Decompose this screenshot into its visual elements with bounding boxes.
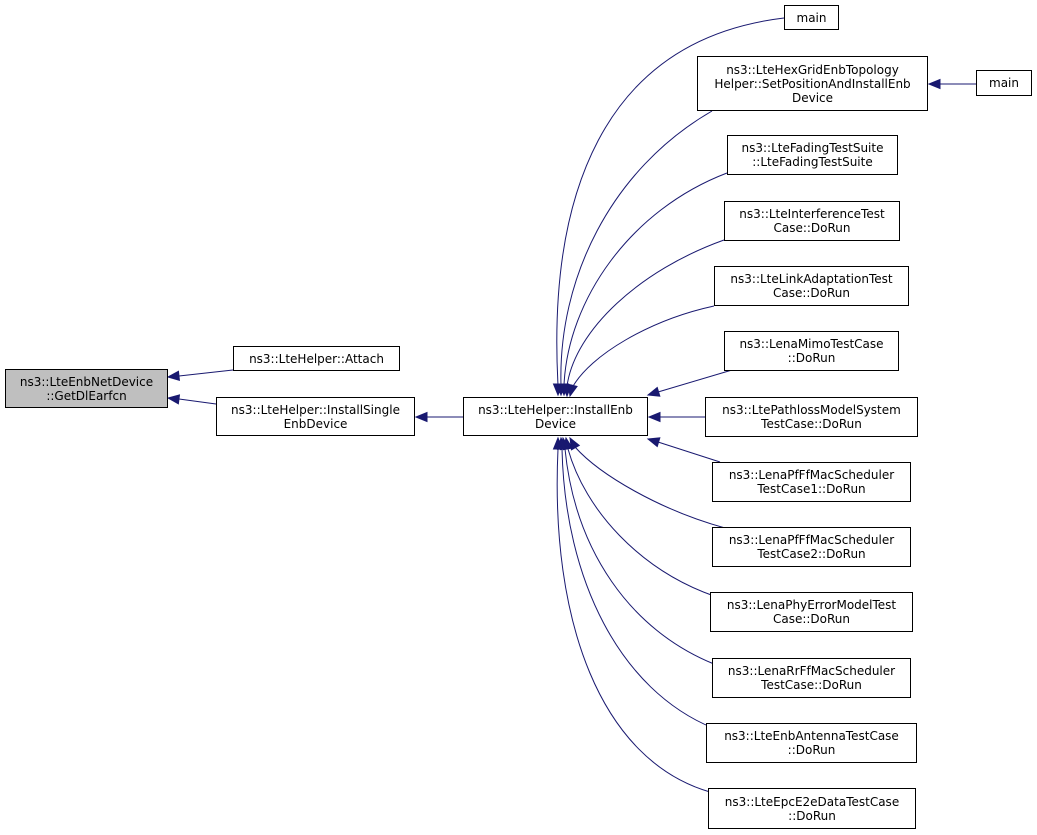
node-hexgrid-line-2: Helper::SetPositionAndInstallEnb bbox=[714, 76, 911, 91]
node-hexgrid-line-1: ns3::LteHexGridEnbTopology bbox=[726, 62, 899, 77]
node-hexgrid-line-3: Device bbox=[791, 90, 834, 105]
node-fading-line-2: ::LteFadingTestSuite bbox=[752, 155, 873, 169]
node-pfff1[interactable]: ns3::LenaPfFfMacScheduler TestCase1::DoR… bbox=[712, 462, 911, 502]
edge-pfff2-to-installenb-arrowhead bbox=[569, 436, 581, 451]
node-attach-line-1: ns3::LteHelper::Attach bbox=[249, 351, 384, 366]
node-rrff-line-1: ns3::LenaRrFfMacScheduler bbox=[727, 664, 896, 678]
edge-pfff2-to-installenb bbox=[574, 446, 726, 529]
node-installenb-line-2: Device bbox=[534, 416, 577, 431]
node-antenna[interactable]: ns3::LteEnbAntennaTestCase ::DoRun bbox=[706, 723, 917, 763]
node-antenna-line-2: ::DoRun bbox=[787, 743, 836, 757]
node-mimo-line-2: ::DoRun bbox=[787, 351, 836, 365]
node-main-2-line-1: main bbox=[989, 76, 1019, 90]
node-pfff1-line-2: TestCase1::DoRun bbox=[757, 482, 866, 496]
node-phyerr-line-1: ns3::LenaPhyErrorModelTest bbox=[726, 598, 897, 612]
node-linkadapt[interactable]: ns3::LteLinkAdaptationTest Case::DoRun bbox=[714, 266, 909, 306]
node-installenb-line-1: ns3::LteHelper::InstallEnb bbox=[478, 402, 633, 417]
node-pfff1-line-1: ns3::LenaPfFfMacScheduler bbox=[728, 468, 895, 482]
node-epce2e-line-2: ::DoRun bbox=[788, 808, 836, 823]
node-main-2[interactable]: main bbox=[976, 70, 1032, 96]
edge-installsingle-to-getdlearfcn-arrowhead bbox=[166, 394, 181, 405]
node-interference-line-1: ns3::LteInterferenceTest bbox=[739, 207, 885, 221]
node-pfff2-line-1: ns3::LenaPfFfMacScheduler bbox=[728, 533, 895, 547]
node-attach[interactable]: ns3::LteHelper::Attach bbox=[233, 346, 400, 371]
node-getdlearfcn-line-2: ::GetDlEarfcn bbox=[46, 388, 127, 403]
edge-hexgrid-to-installenb bbox=[560, 110, 713, 386]
node-installsingle-line-1: ns3::LteHelper::InstallSingle bbox=[231, 402, 400, 417]
edge-epce2e-to-installenb bbox=[556, 448, 711, 793]
edge-pathloss-to-installenb-arrowhead bbox=[647, 411, 661, 423]
edge-attach-to-getdlearfcn bbox=[178, 369, 234, 377]
node-pathloss-line-1: ns3::LtePathlossModelSystem bbox=[722, 403, 901, 417]
node-getdlearfcn-line-1: ns3::LteEnbNetDevice bbox=[19, 374, 154, 389]
node-interference-line-2: Case::DoRun bbox=[773, 221, 851, 235]
node-mimo-line-1: ns3::LenaMimoTestCase bbox=[739, 337, 884, 351]
edge-linkadapt-to-installenb bbox=[571, 305, 715, 389]
edge-phyerr-to-installenb bbox=[567, 448, 715, 597]
edge-mimo-to-installenb bbox=[657, 369, 733, 393]
edge-fading-to-installenb bbox=[563, 172, 728, 386]
edge-antenna-to-installenb bbox=[561, 448, 714, 729]
edge-main1-to-installenb bbox=[556, 17, 785, 386]
edge-epce2e-to-installenb-arrowhead bbox=[552, 436, 564, 450]
node-hexgrid[interactable]: ns3::LteHexGridEnbTopology Helper::SetPo… bbox=[697, 56, 928, 111]
node-pathloss-line-2: TestCase::DoRun bbox=[761, 417, 862, 431]
node-fading[interactable]: ns3::LteFadingTestSuite ::LteFadingTestS… bbox=[727, 135, 898, 175]
node-epce2e[interactable]: ns3::LteEpcE2eDataTestCase ::DoRun bbox=[708, 788, 916, 829]
edge-rrff-to-installenb bbox=[564, 448, 715, 665]
node-antenna-line-1: ns3::LteEnbAntennaTestCase bbox=[724, 729, 899, 743]
node-interference[interactable]: ns3::LteInterferenceTest Case::DoRun bbox=[724, 201, 900, 241]
node-rrff-line-2: TestCase::DoRun bbox=[761, 678, 862, 692]
edge-pfff1-to-installenb bbox=[657, 441, 721, 463]
edge-main2-to-hexgrid-arrowhead bbox=[927, 78, 941, 90]
node-linkadapt-line-1: ns3::LteLinkAdaptationTest bbox=[730, 272, 893, 286]
node-epce2e-line-1: ns3::LteEpcE2eDataTestCase bbox=[724, 794, 900, 809]
node-linkadapt-line-2: Case::DoRun bbox=[772, 286, 851, 300]
edge-attach-to-getdlearfcn-arrowhead bbox=[166, 370, 180, 381]
node-main-1[interactable]: main bbox=[784, 5, 839, 30]
node-fading-line-1: ns3::LteFadingTestSuite bbox=[741, 141, 884, 155]
edge-mimo-to-installenb-arrowhead bbox=[646, 386, 661, 397]
edge-interference-to-installenb bbox=[566, 239, 725, 387]
node-installenb[interactable]: ns3::LteHelper::InstallEnb Device bbox=[463, 397, 648, 436]
node-phyerr[interactable]: ns3::LenaPhyErrorModelTest Case::DoRun bbox=[710, 592, 913, 632]
node-main-1-line-1: main bbox=[796, 10, 827, 25]
node-phyerr-line-2: Case::DoRun bbox=[772, 612, 851, 626]
edge-linkadapt-to-installenb-arrowhead bbox=[567, 383, 578, 398]
node-mimo[interactable]: ns3::LenaMimoTestCase ::DoRun bbox=[724, 331, 899, 371]
node-getdlearfcn: ns3::LteEnbNetDevice ::GetDlEarfcn bbox=[5, 369, 168, 408]
node-pfff2-line-2: TestCase2::DoRun bbox=[757, 547, 866, 561]
edge-installsingle-to-getdlearfcn bbox=[178, 398, 217, 405]
node-installsingle-line-2: EnbDevice bbox=[283, 416, 348, 431]
edge-pfff1-to-installenb-arrowhead bbox=[646, 437, 661, 448]
node-pathloss[interactable]: ns3::LtePathlossModelSystem TestCase::Do… bbox=[705, 397, 918, 437]
edge-installenb-to-installsingle-arrowhead bbox=[414, 411, 428, 423]
node-installsingle[interactable]: ns3::LteHelper::InstallSingle EnbDevice bbox=[216, 397, 415, 436]
node-rrff[interactable]: ns3::LenaRrFfMacScheduler TestCase::DoRu… bbox=[712, 658, 911, 698]
node-pfff2[interactable]: ns3::LenaPfFfMacScheduler TestCase2::DoR… bbox=[712, 527, 911, 567]
